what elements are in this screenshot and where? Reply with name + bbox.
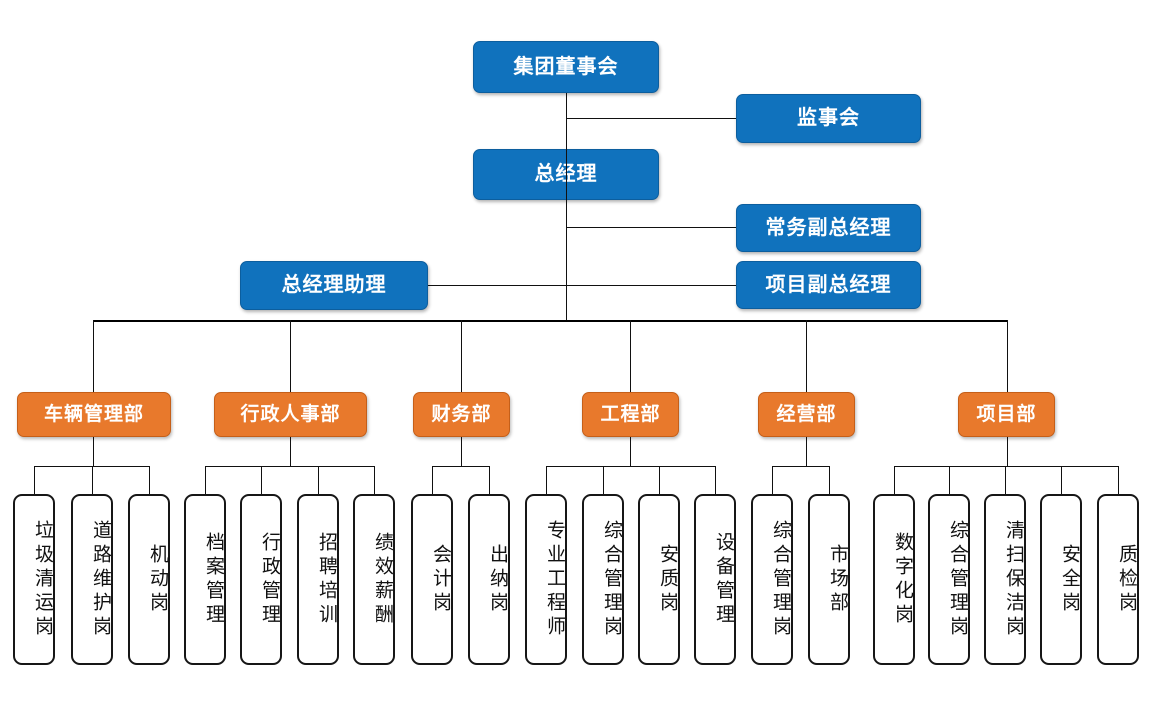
dept-drop-finance xyxy=(461,320,462,392)
dept-stem-administration-hr xyxy=(290,437,291,466)
dept-stem-operations xyxy=(806,437,807,466)
position-drop-vehicle-management-0 xyxy=(34,466,35,494)
dept-drop-engineering xyxy=(630,320,631,392)
position-bus-administration-hr xyxy=(205,466,374,467)
position-box[interactable]: 清扫保洁岗 xyxy=(984,494,1026,665)
position-box[interactable]: 数字化岗 xyxy=(873,494,915,665)
node-project-deputy-gm[interactable]: 项目副总经理 xyxy=(736,261,921,309)
position-box[interactable]: 档案管理 xyxy=(184,494,226,665)
position-box[interactable]: 安质岗 xyxy=(638,494,680,665)
position-drop-administration-hr-1 xyxy=(261,466,262,494)
position-box[interactable]: 招聘培训 xyxy=(297,494,339,665)
position-bus-project xyxy=(894,466,1118,467)
position-box[interactable]: 出纳岗 xyxy=(468,494,510,665)
position-drop-project-4 xyxy=(1118,466,1119,494)
dept-drop-administration-hr xyxy=(290,320,291,392)
branch-project-deputy-horizontal xyxy=(566,285,736,286)
position-drop-engineering-1 xyxy=(603,466,604,494)
position-bus-finance xyxy=(432,466,489,467)
dept-stem-engineering xyxy=(630,437,631,466)
position-box[interactable]: 安全岗 xyxy=(1040,494,1082,665)
dept-drop-project xyxy=(1007,320,1008,392)
position-box[interactable]: 专业工程师 xyxy=(525,494,567,665)
dept-box-administration-hr[interactable]: 行政人事部 xyxy=(214,392,367,437)
position-drop-vehicle-management-2 xyxy=(149,466,150,494)
position-box[interactable]: 质检岗 xyxy=(1097,494,1139,665)
dept-drop-operations xyxy=(806,320,807,392)
position-drop-project-2 xyxy=(1005,466,1006,494)
position-bus-engineering xyxy=(546,466,715,467)
position-drop-project-3 xyxy=(1061,466,1062,494)
dept-box-project[interactable]: 项目部 xyxy=(958,392,1055,437)
position-drop-finance-0 xyxy=(432,466,433,494)
position-box[interactable]: 绩效薪酬 xyxy=(353,494,395,665)
dept-stem-vehicle-management xyxy=(93,437,94,466)
position-box[interactable]: 行政管理 xyxy=(240,494,282,665)
node-supervisory-board[interactable]: 监事会 xyxy=(736,94,921,143)
position-drop-engineering-0 xyxy=(546,466,547,494)
position-drop-administration-hr-2 xyxy=(318,466,319,494)
position-box[interactable]: 综合管理岗 xyxy=(751,494,793,665)
position-bus-vehicle-management xyxy=(34,466,149,467)
position-drop-administration-hr-0 xyxy=(205,466,206,494)
position-box[interactable]: 综合管理岗 xyxy=(582,494,624,665)
branch-gm-assistant-horizontal xyxy=(428,285,566,286)
position-box[interactable]: 设备管理 xyxy=(694,494,736,665)
position-drop-operations-0 xyxy=(772,466,773,494)
branch-supervisory-horizontal xyxy=(566,118,736,119)
dept-box-vehicle-management[interactable]: 车辆管理部 xyxy=(17,392,171,437)
position-box[interactable]: 道路维护岗 xyxy=(71,494,113,665)
dept-stem-project xyxy=(1007,437,1008,466)
node-executive-deputy-gm[interactable]: 常务副总经理 xyxy=(736,204,921,252)
spine-vertical xyxy=(566,93,567,320)
position-bus-operations xyxy=(772,466,829,467)
position-box[interactable]: 会计岗 xyxy=(411,494,453,665)
dept-drop-vehicle-management xyxy=(93,320,94,392)
node-gm-assistant[interactable]: 总经理助理 xyxy=(240,261,428,310)
dept-box-finance[interactable]: 财务部 xyxy=(413,392,510,437)
position-drop-engineering-3 xyxy=(715,466,716,494)
position-drop-engineering-2 xyxy=(659,466,660,494)
position-drop-project-1 xyxy=(949,466,950,494)
position-drop-vehicle-management-1 xyxy=(92,466,93,494)
position-drop-operations-1 xyxy=(829,466,830,494)
dept-stem-finance xyxy=(461,437,462,466)
position-box[interactable]: 垃圾清运岗 xyxy=(13,494,55,665)
position-box[interactable]: 综合管理岗 xyxy=(928,494,970,665)
dept-box-operations[interactable]: 经营部 xyxy=(758,392,855,437)
node-board-of-directors[interactable]: 集团董事会 xyxy=(473,41,659,93)
position-box[interactable]: 机动岗 xyxy=(128,494,170,665)
position-drop-finance-1 xyxy=(489,466,490,494)
department-bus-horizontal xyxy=(93,320,1007,322)
position-box[interactable]: 市场部 xyxy=(808,494,850,665)
dept-box-engineering[interactable]: 工程部 xyxy=(582,392,679,437)
position-drop-administration-hr-3 xyxy=(374,466,375,494)
branch-exec-deputy-horizontal xyxy=(566,227,736,228)
position-drop-project-0 xyxy=(894,466,895,494)
